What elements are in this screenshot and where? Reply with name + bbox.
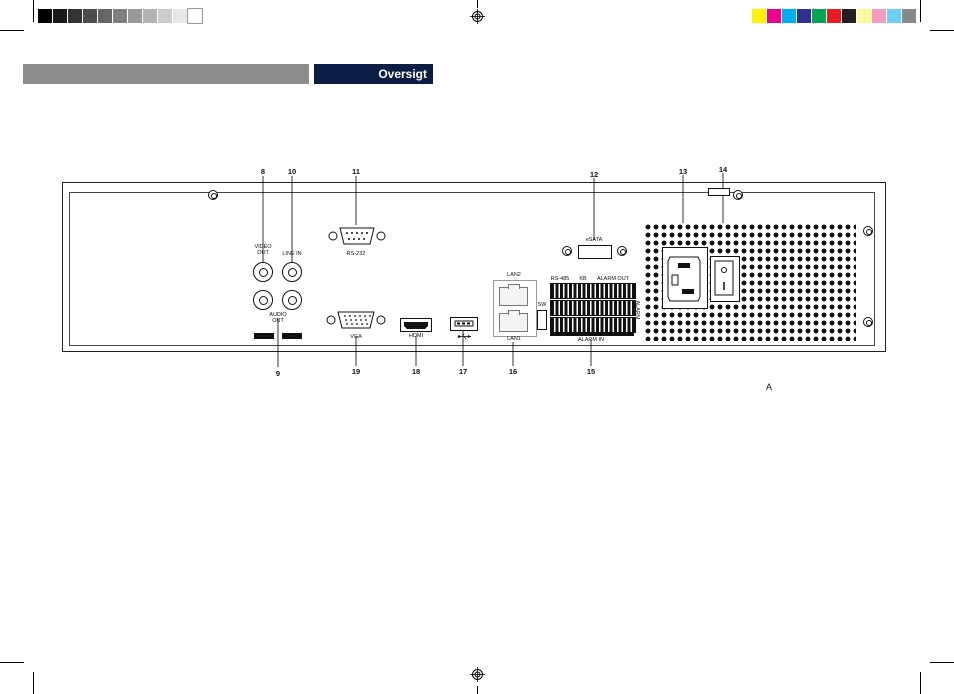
- callout-8: 8: [260, 167, 266, 176]
- usb-icon: [457, 333, 471, 340]
- fuse-tab: [708, 188, 730, 196]
- rating-sticker: [282, 333, 302, 339]
- crop-mark: [920, 0, 921, 22]
- color-swatch: [797, 9, 811, 23]
- video-out-connector: [253, 262, 273, 282]
- rs232-connector: [328, 227, 386, 245]
- color-swatch: [38, 9, 52, 23]
- usb-connector: [450, 317, 478, 331]
- alarm-terminal-row-1: [550, 283, 636, 299]
- callout-15: 15: [586, 367, 596, 376]
- color-swatch: [53, 9, 67, 23]
- esata-label: eSATA: [585, 237, 603, 243]
- power-socket-icon: [667, 256, 701, 302]
- lan-block: [493, 280, 537, 337]
- dip-switch: [537, 310, 547, 330]
- video-out-label: VIDEO OUT: [254, 244, 272, 256]
- line-in-connector: [282, 262, 302, 282]
- registration-target-icon: [470, 9, 485, 24]
- alarm-terminal-row-2: [550, 300, 636, 316]
- crop-mark: [0, 662, 24, 663]
- alarm-terminal-row-4: [550, 332, 634, 336]
- color-swatch: [752, 9, 766, 23]
- lan1-label: LAN1: [507, 336, 521, 342]
- audio-out-right-connector: [282, 290, 302, 310]
- vga-label: VGA: [350, 334, 362, 340]
- callout-9: 9: [275, 369, 281, 378]
- screw-icon: [562, 246, 572, 256]
- color-swatch: [187, 8, 203, 24]
- color-swatch: [842, 9, 856, 23]
- color-swatch: [173, 9, 187, 23]
- crop-mark: [33, 672, 34, 694]
- line-in-label: LINE IN: [282, 251, 302, 257]
- power-switch-icon: [714, 260, 734, 296]
- alarm-terminal-row-3: [550, 317, 636, 333]
- screw-icon: [733, 190, 743, 200]
- hdmi-label: HDMI: [408, 333, 424, 339]
- audio-out-label: AUDIO OUT: [269, 312, 287, 324]
- section-title: Oversigt: [378, 67, 427, 81]
- color-swatch: [68, 9, 82, 23]
- color-swatch: [782, 9, 796, 23]
- hdmi-connector: [400, 318, 432, 332]
- alarm-side-label: ALARM: [634, 300, 640, 320]
- callout-11: 11: [352, 167, 360, 176]
- rs232-label: RS-232: [346, 251, 366, 257]
- screw-icon: [863, 317, 873, 327]
- crop-mark: [33, 0, 34, 22]
- crop-mark: [930, 662, 954, 663]
- crop-mark: [0, 30, 24, 31]
- section-title-bar: Oversigt: [314, 64, 433, 84]
- color-swatch: [113, 9, 127, 23]
- kb-label: KB: [579, 276, 587, 282]
- color-swatch: [83, 9, 97, 23]
- margin-annotation: A: [766, 382, 773, 392]
- section-header-bar: [23, 64, 309, 84]
- color-swatch: [128, 9, 142, 23]
- callout-10: 10: [287, 167, 297, 176]
- vga-connector: [326, 311, 386, 329]
- rs485-label: RS-485: [550, 276, 570, 282]
- screw-icon: [863, 226, 873, 236]
- callout-13: 13: [678, 167, 688, 176]
- alarm-in-label: ALARM IN: [578, 337, 604, 343]
- crop-mark: [477, 686, 478, 694]
- crop-mark: [930, 30, 954, 31]
- lan2-label: LAN2: [507, 272, 521, 278]
- color-swatch: [902, 9, 916, 23]
- registration-target-icon: [470, 667, 485, 682]
- crop-mark: [920, 672, 921, 694]
- callout-17: 17: [458, 367, 468, 376]
- color-swatch: [872, 9, 886, 23]
- color-swatch: [98, 9, 112, 23]
- callout-12: 12: [589, 170, 599, 179]
- color-swatch: [812, 9, 826, 23]
- callout-19: 19: [351, 367, 361, 376]
- lan2-port: [499, 284, 528, 306]
- alarm-out-label: ALARM OUT: [596, 276, 630, 282]
- rating-sticker: [254, 333, 274, 339]
- sw-label: SW: [537, 302, 547, 308]
- callout-14: 14: [718, 165, 728, 174]
- color-swatch: [143, 9, 157, 23]
- lan1-port: [499, 310, 528, 332]
- crop-mark: [477, 0, 478, 8]
- color-swatch: [767, 9, 781, 23]
- esata-port: [578, 245, 612, 259]
- screw-icon: [208, 190, 218, 200]
- color-swatch: [827, 9, 841, 23]
- rear-panel-inner: [69, 192, 875, 346]
- color-swatch: [857, 9, 871, 23]
- callout-16: 16: [508, 367, 518, 376]
- color-swatch: [158, 9, 172, 23]
- audio-out-left-connector: [253, 290, 273, 310]
- color-swatch: [887, 9, 901, 23]
- callout-18: 18: [411, 367, 421, 376]
- screw-icon: [617, 246, 627, 256]
